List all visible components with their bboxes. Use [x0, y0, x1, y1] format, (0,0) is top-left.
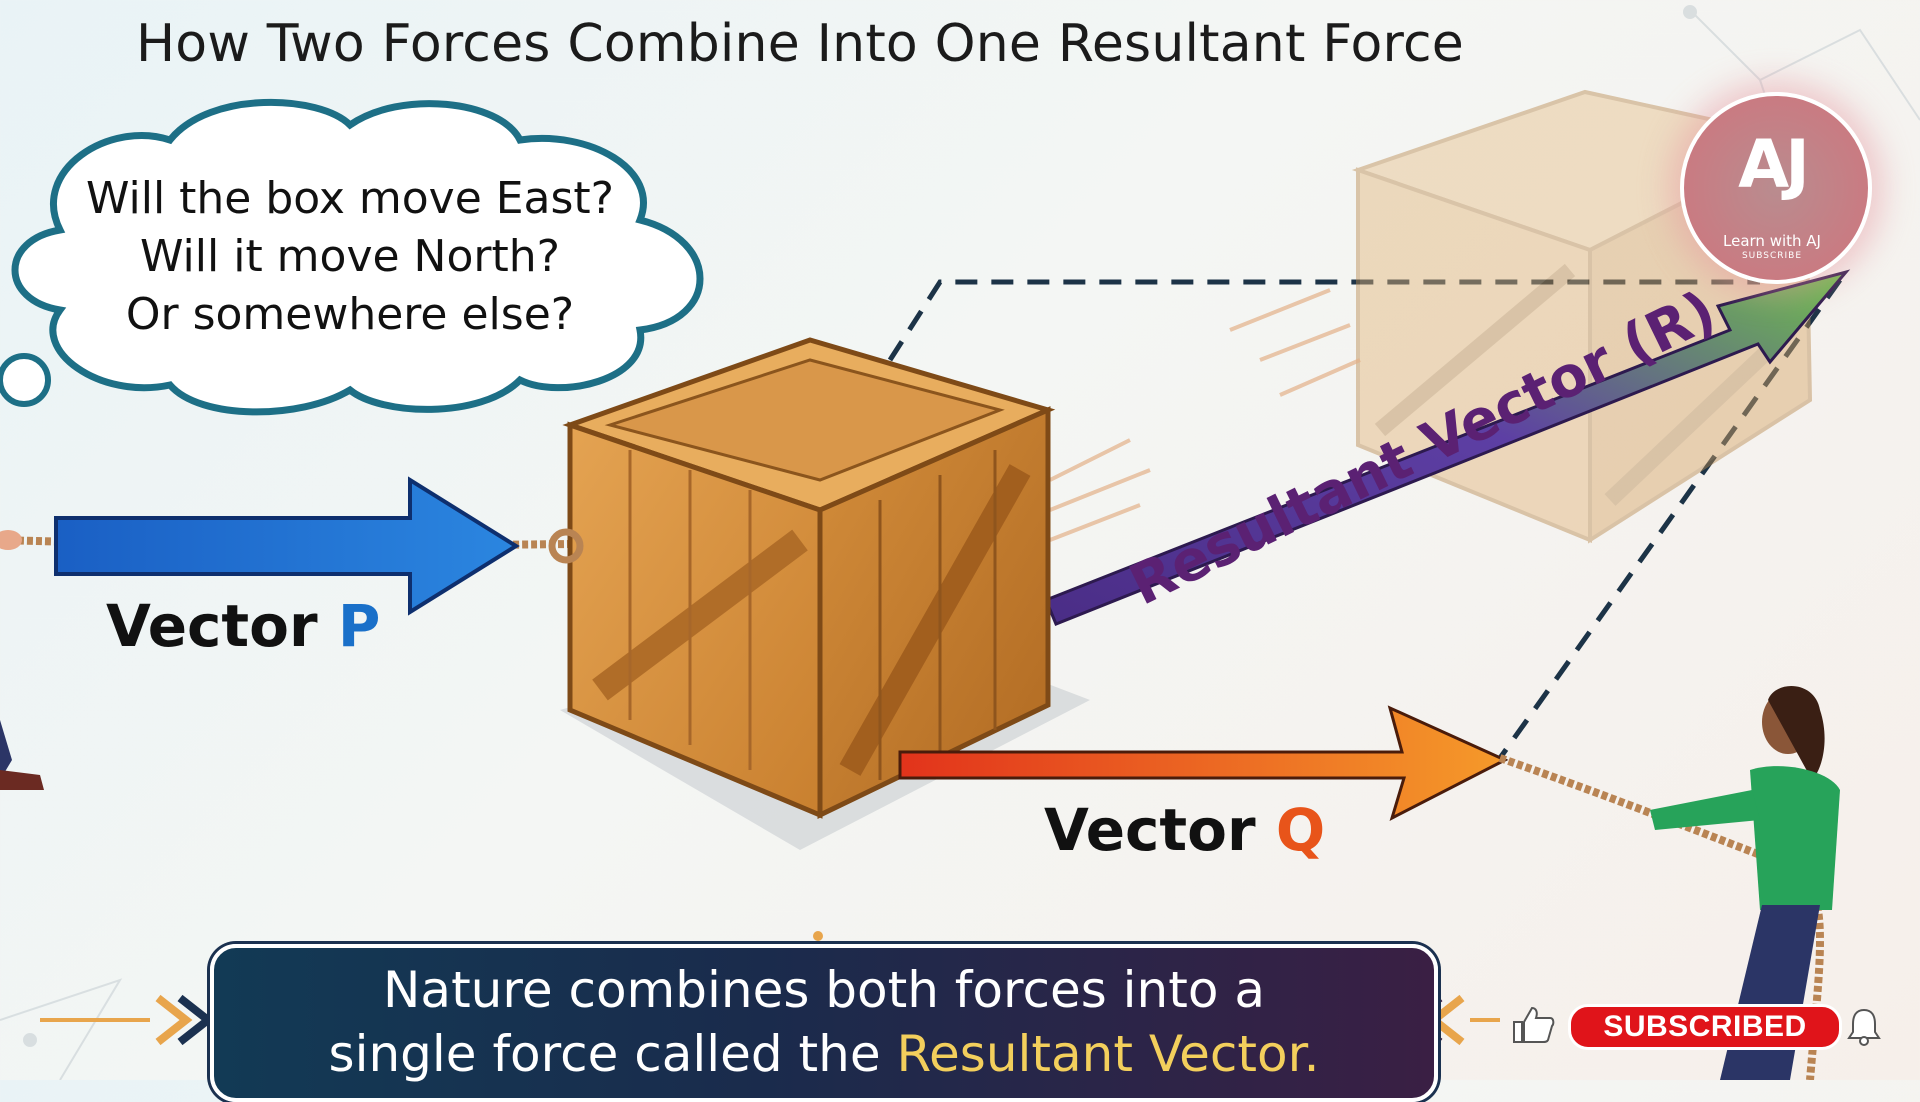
logo-subtitle: Learn with AJ: [1723, 232, 1821, 250]
thought-line-2: Will it move North?: [140, 231, 560, 282]
bell-icon[interactable]: [1846, 1006, 1882, 1046]
vector-q-label: Vector Q: [1044, 796, 1325, 864]
channel-logo[interactable]: [1680, 92, 1872, 284]
banner-highlight: Resultant Vector.: [896, 1025, 1320, 1083]
subscribed-button[interactable]: SUBSCRIBED: [1568, 1004, 1842, 1050]
banner-top-dot: [813, 931, 823, 941]
vector-p-letter: P: [337, 592, 381, 660]
thought-cloud: [0, 98, 704, 416]
parallelogram-dashed-lines: [887, 278, 1843, 760]
caption-banner-text: Nature combines both forces into a singl…: [210, 958, 1438, 1086]
vector-p-label: Vector P: [106, 592, 380, 660]
thought-line-3: Or somewhere else?: [125, 289, 575, 340]
vector-q-letter: Q: [1275, 796, 1326, 864]
logo-mark: AJ: [1738, 126, 1810, 203]
vector-q-word: Vector: [1044, 796, 1256, 864]
banner-chevrons-left: [40, 994, 215, 1046]
vector-q-arrow: [898, 705, 1509, 821]
thumbs-up-icon[interactable]: [1510, 1004, 1556, 1044]
logo-tagline: SUBSCRIBE: [1741, 251, 1803, 261]
page-title: How Two Forces Combine Into One Resultan…: [136, 14, 1464, 74]
thought-bubble-text: Will the box move East? Will it move Nor…: [40, 170, 660, 344]
resultant-vector-arrow: [1044, 269, 1851, 626]
person-pulling-left: [0, 530, 44, 790]
rope-right: [1498, 754, 1824, 1080]
rope-knot: [548, 528, 584, 564]
thought-line-1: Will the box move East?: [85, 173, 615, 224]
banner-line-2-prefix: single force called the: [328, 1025, 881, 1083]
main-crate: [562, 337, 1056, 819]
banner-line-1: Nature combines both forces into a: [383, 961, 1265, 1019]
banner-line-2: single force called the Resultant Vector…: [210, 1022, 1438, 1086]
motion-streaks: [1049, 288, 1361, 542]
vector-p-word: Vector: [106, 592, 318, 660]
vector-p-arrow: [54, 476, 520, 616]
caption-banner: [210, 944, 1438, 1102]
